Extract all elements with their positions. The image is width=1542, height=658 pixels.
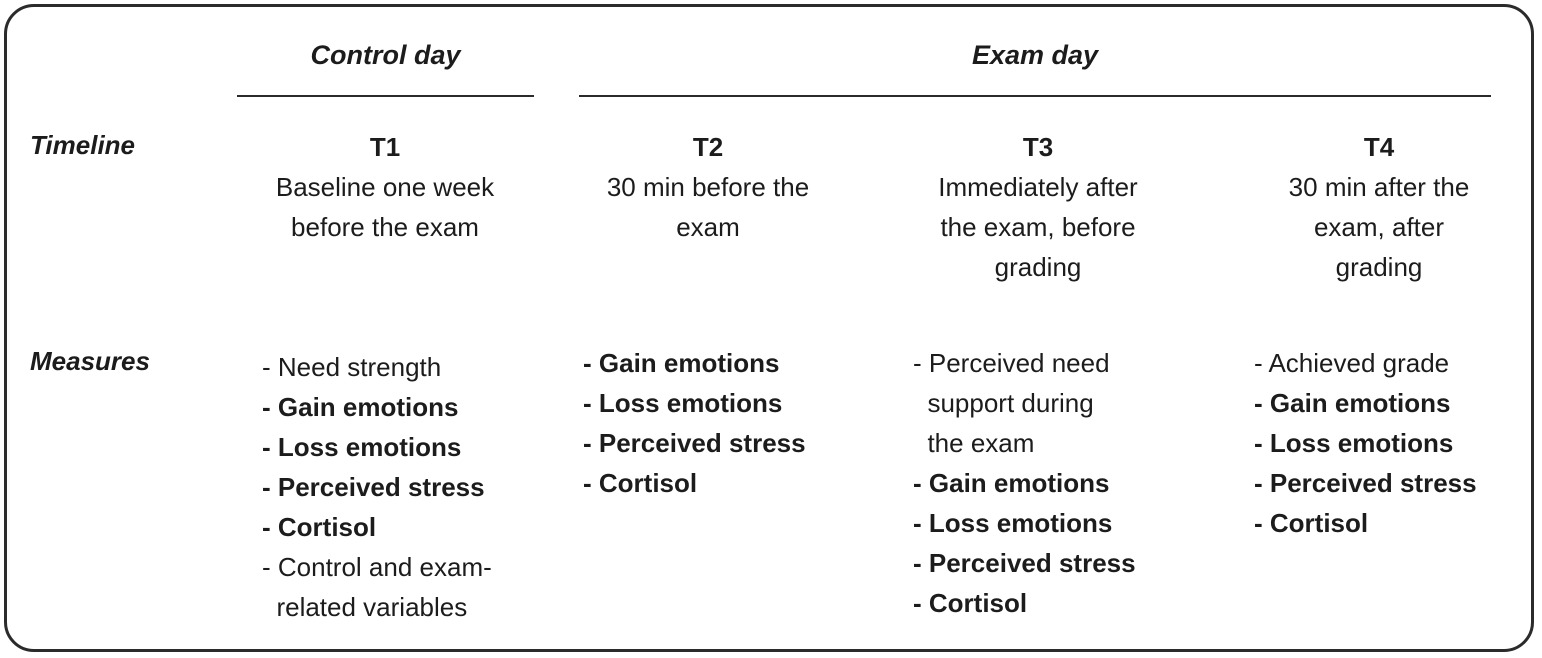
measure-item: - Cortisol (583, 468, 698, 498)
timepoint-desc-line: 30 min after the (1288, 172, 1470, 202)
timepoint-desc-line: before the exam (291, 212, 479, 242)
measure-item: - Loss emotions (1254, 428, 1454, 458)
timepoint-desc-line: 30 min before the (606, 172, 810, 202)
measure-item: - Achieved grade (1254, 348, 1450, 378)
measure-item: - Gain emotions (583, 348, 780, 378)
diagram-frame (4, 4, 1534, 652)
measure-item: - Perceived stress (262, 472, 485, 502)
measure-item: related variables (262, 592, 468, 622)
exam-day-rule (579, 95, 1491, 97)
measure-item: - Gain emotions (262, 392, 459, 422)
timepoint-t4: T4 30 min after the exam, after grading (1229, 127, 1529, 287)
measure-item: - Cortisol (1254, 508, 1369, 538)
measure-item: - Gain emotions (913, 468, 1110, 498)
timepoint-desc-line: exam, after (1313, 212, 1445, 242)
timepoint-code: T4 (1363, 132, 1395, 162)
timepoint-code: T1 (369, 132, 401, 162)
timepoint-t2: T2 30 min before the exam (558, 127, 858, 247)
measure-item: - Perceived stress (913, 548, 1136, 578)
timepoint-desc-line: exam (676, 212, 740, 242)
timepoint-desc-line: the exam, before (940, 212, 1136, 242)
measures-t1: - Need strength - Gain emotions - Loss e… (262, 347, 492, 627)
measure-item: - Loss emotions (583, 388, 783, 418)
timepoint-desc-line: grading (994, 252, 1082, 282)
control-day-header: Control day (310, 40, 461, 70)
measure-item: the exam (913, 428, 1035, 458)
measure-item: - Gain emotions (1254, 388, 1451, 418)
measure-item: - Loss emotions (262, 432, 462, 462)
measures-t4: - Achieved grade - Gain emotions - Loss … (1254, 343, 1477, 543)
measure-item: - Control and exam- (262, 552, 492, 582)
measures-label: Measures (30, 346, 150, 376)
timepoint-code: T3 (1022, 132, 1054, 162)
measure-item: - Perceived need (913, 348, 1110, 378)
timepoint-t3: T3 Immediately after the exam, before gr… (888, 127, 1188, 287)
measure-item: - Cortisol (262, 512, 377, 542)
timepoint-desc-line: Baseline one week (275, 172, 495, 202)
measure-item: - Loss emotions (913, 508, 1113, 538)
measure-item: - Perceived stress (1254, 468, 1477, 498)
timepoint-desc-line: Immediately after (938, 172, 1138, 202)
timeline-label: Timeline (30, 130, 136, 160)
timepoint-desc-line: grading (1335, 252, 1423, 282)
control-day-rule (237, 95, 534, 97)
measure-item: - Need strength (262, 352, 442, 382)
measures-t2: - Gain emotions - Loss emotions - Percei… (583, 343, 806, 503)
exam-day-header: Exam day (971, 40, 1099, 70)
measure-item: support during (913, 388, 1094, 418)
measure-item: - Perceived stress (583, 428, 806, 458)
measure-item: - Cortisol (913, 588, 1028, 618)
timepoint-code: T2 (692, 132, 724, 162)
measures-t3: - Perceived need support during the exam… (913, 343, 1136, 623)
timepoint-t1: T1 Baseline one week before the exam (235, 127, 535, 247)
